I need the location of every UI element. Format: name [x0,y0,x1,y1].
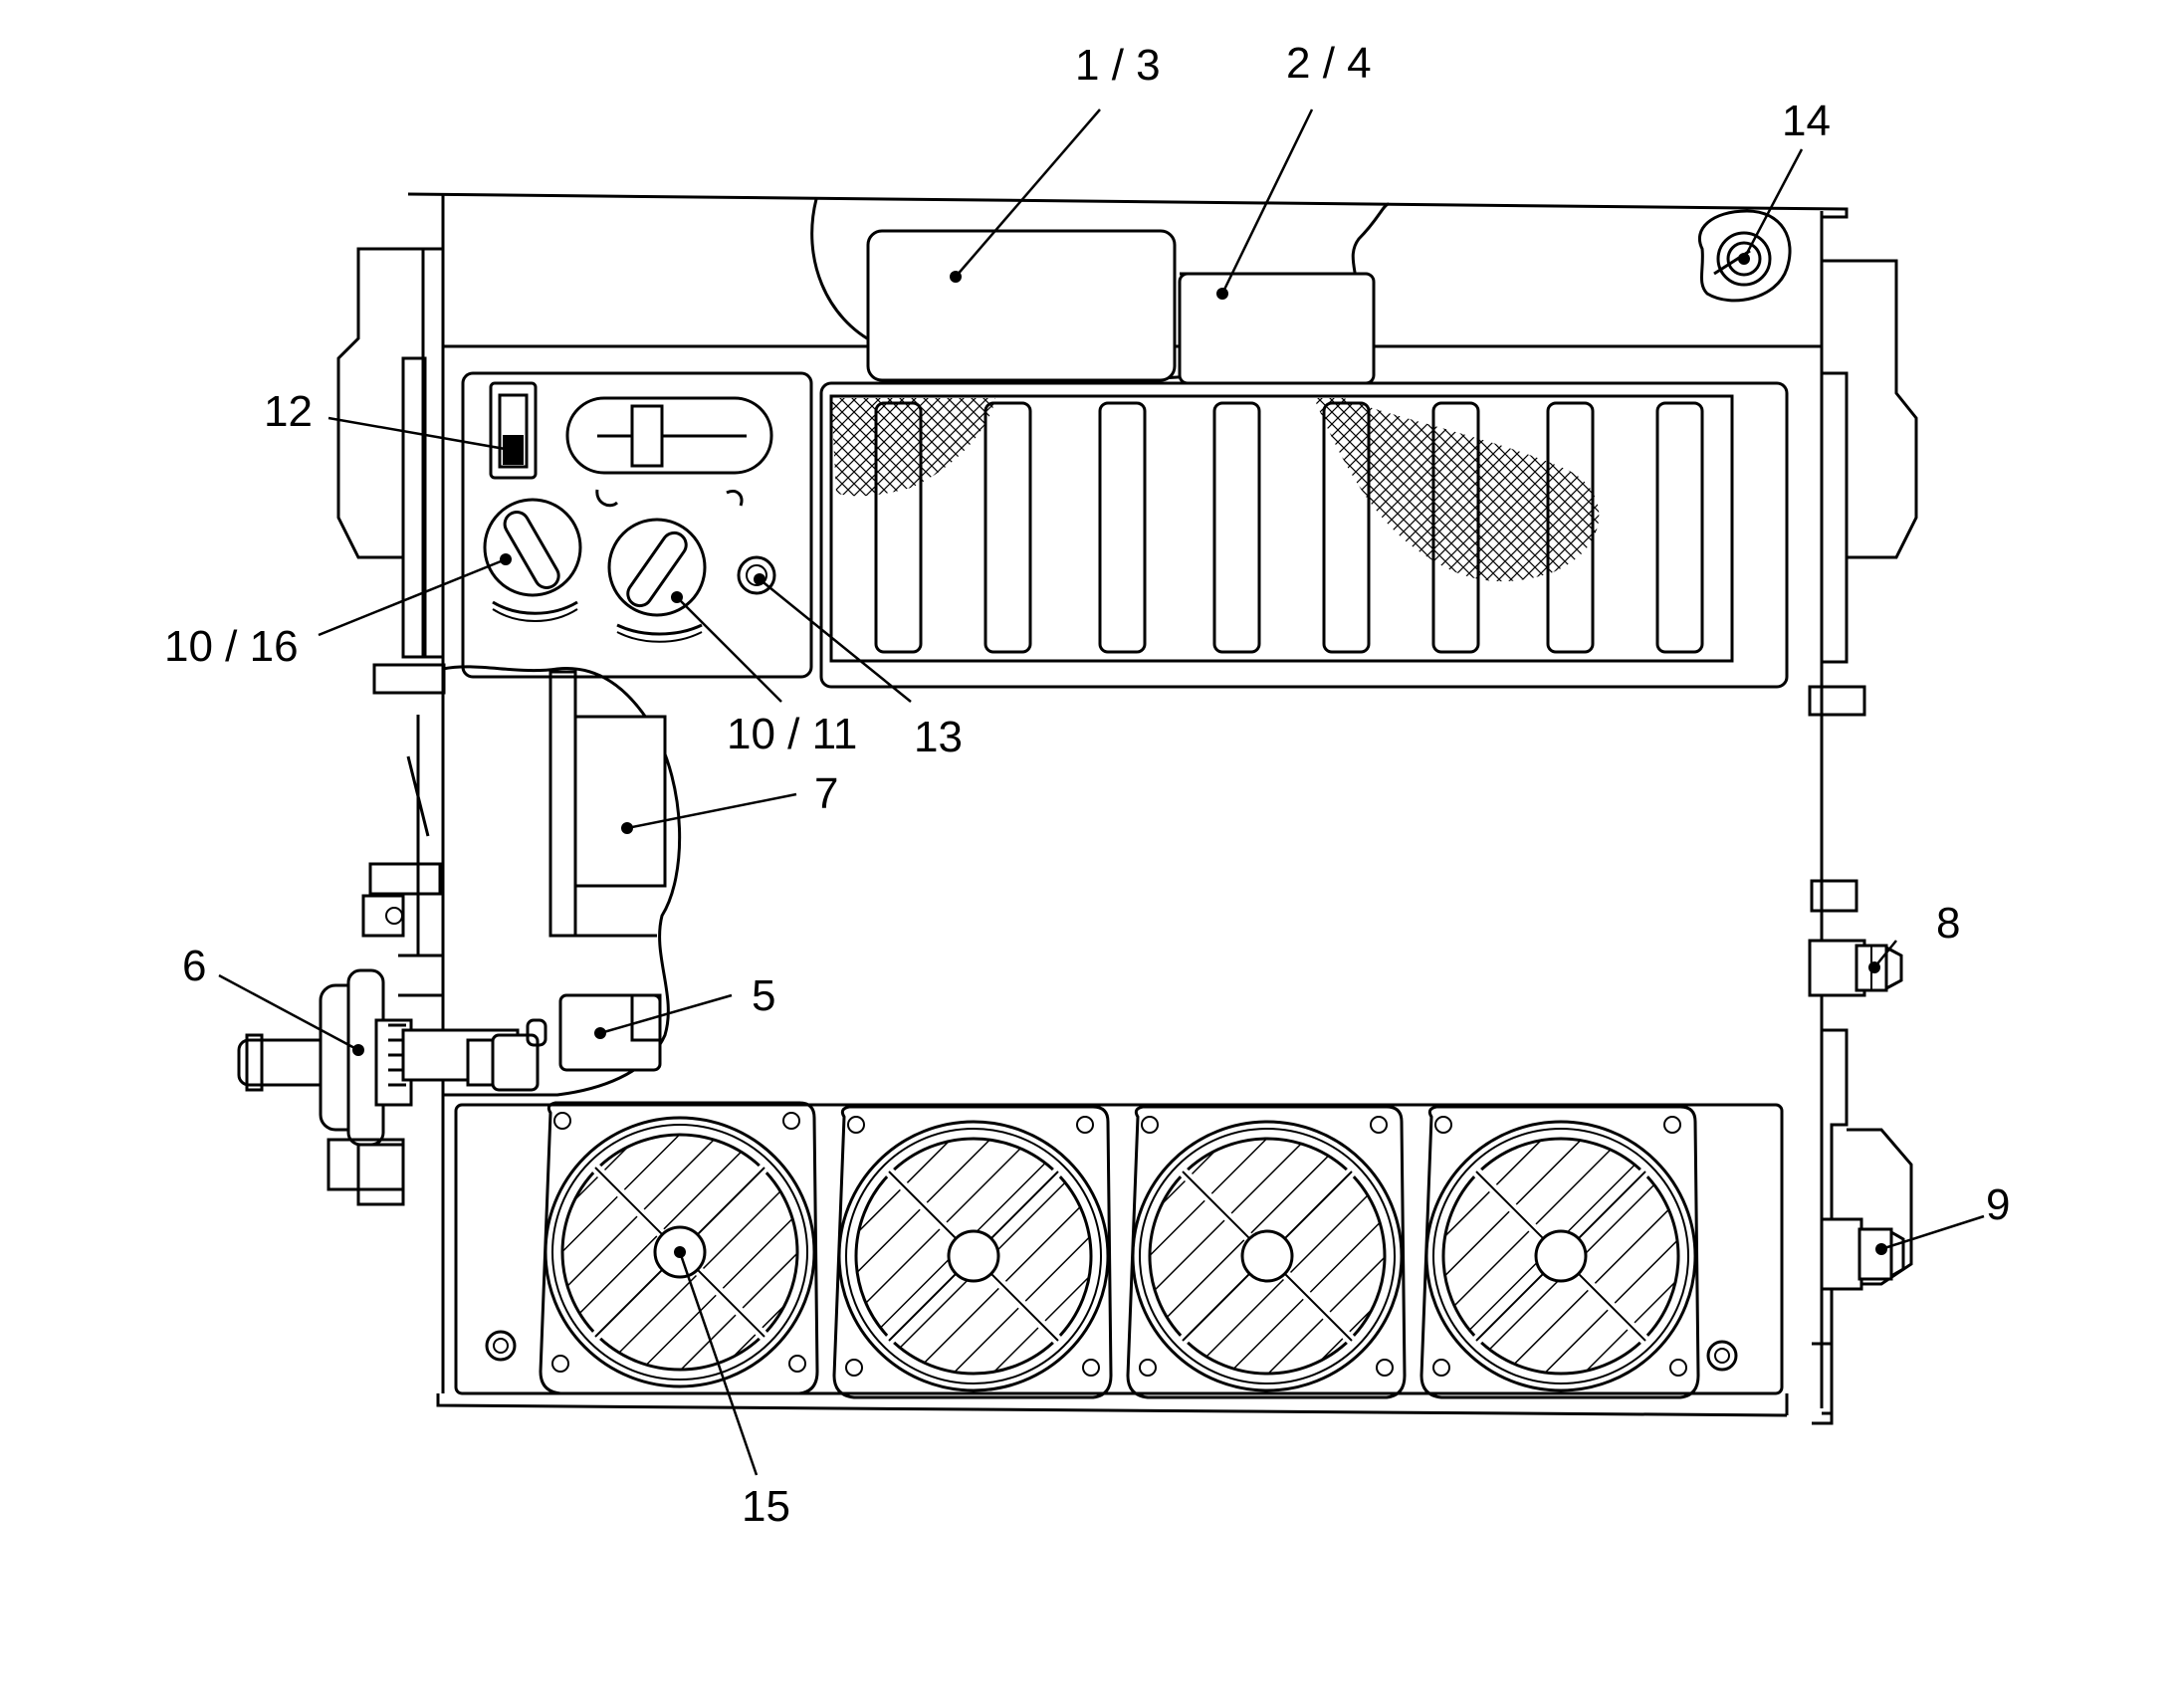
mount-hole [553,1112,571,1130]
mount-hole [1669,1359,1687,1377]
knob-10-16 [483,498,582,597]
fitting-14 [1697,209,1792,303]
callout-15: 15 [742,1482,790,1531]
control-panel [461,371,813,679]
callout-labels: 1 / 3 2 / 4 14 12 10 / 16 10 / 11 13 7 8… [164,39,2010,1531]
module-1-3 [866,229,1177,382]
fan-panel [454,1103,1784,1395]
callout-10-16: 10 / 16 [164,622,299,671]
mount-hole [1141,1116,1159,1134]
callout-13: 13 [914,713,963,761]
callout-10-11: 10 / 11 [727,710,857,758]
mount-hole [1076,1116,1094,1134]
mount-hole [1082,1359,1100,1377]
callout-5: 5 [752,971,775,1020]
fan-unit [832,1105,1113,1399]
mount-hole [782,1112,800,1130]
fan-hub [947,1229,1000,1283]
mount-hole [1370,1116,1388,1134]
fan-hub [1240,1229,1294,1283]
switch-12 [489,381,538,480]
knob-10-11 [607,518,707,617]
callout-6: 6 [182,942,206,990]
mount-hole [1434,1116,1452,1134]
mount-hole [551,1355,569,1373]
fitting-8 [1808,939,1903,997]
mount-hole [788,1355,806,1373]
callout-1-3: 1 / 3 [1075,41,1161,90]
mount-hole [1139,1359,1157,1377]
mount-hole [1432,1359,1450,1377]
leader-lines [218,108,1985,1476]
fan-unit [1126,1105,1407,1399]
valve-6 [237,968,547,1206]
callout-8: 8 [1936,899,1960,948]
callout-2-4: 2 / 4 [1286,39,1372,88]
top-cutaway [810,198,1390,385]
callout-14: 14 [1782,97,1831,145]
mount-hole [845,1359,863,1377]
callout-9: 9 [1986,1180,2010,1229]
left-mount-bracket [336,247,446,997]
mount-hole [1376,1359,1394,1377]
fan-unit [1420,1105,1700,1399]
fan-row [539,1101,1700,1399]
module-7 [573,715,667,888]
vent-grille [819,381,1789,689]
module-2-4 [1178,272,1376,385]
mount-hole [1663,1116,1681,1134]
indicator-13 [737,555,776,595]
callout-12: 12 [264,387,313,436]
module-5 [558,993,662,1072]
lower-left-cutaway [442,665,682,1097]
mount-hole [847,1116,865,1134]
fan-hub [1534,1229,1588,1283]
callout-7: 7 [814,769,838,818]
fitting-9 [1820,1217,1905,1291]
